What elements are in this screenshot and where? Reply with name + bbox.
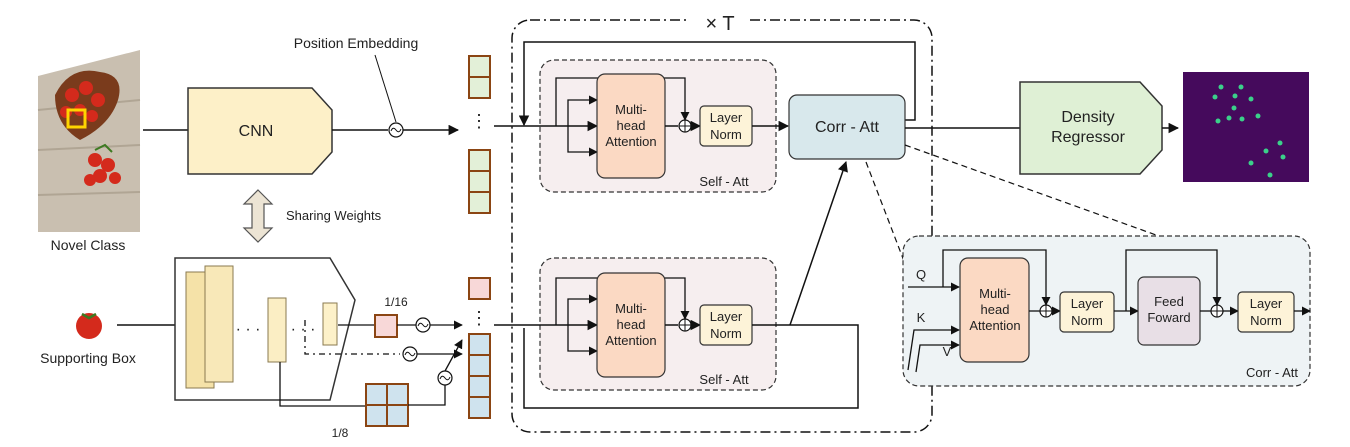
layer-norm-corr-2 xyxy=(1237,291,1295,333)
times-t-label: × T xyxy=(705,13,734,35)
bottom-loop xyxy=(523,324,859,409)
scale-8-feature xyxy=(365,383,409,427)
feedback-loop xyxy=(518,41,916,127)
position-embedding-label: Position Embedding xyxy=(294,35,419,51)
supporting-box-label: Supporting Box xyxy=(40,350,136,366)
supporting-box-image xyxy=(74,310,104,340)
svg-text:Attention: Attention xyxy=(969,318,1020,333)
svg-text:Norm: Norm xyxy=(1071,313,1103,328)
corr-att-block xyxy=(788,94,906,160)
svg-text:· · ·: · · · xyxy=(236,321,261,338)
svg-text:Norm: Norm xyxy=(1250,313,1282,328)
svg-text:Attention: Attention xyxy=(605,134,656,149)
corr-att-detail-label: Corr - Att xyxy=(1246,365,1298,380)
svg-text:Layer: Layer xyxy=(1071,296,1104,311)
wave-icon xyxy=(390,127,402,133)
svg-text:⋮: ⋮ xyxy=(470,308,488,328)
novel-class-image xyxy=(37,50,141,232)
k-label: K xyxy=(917,310,926,325)
cnn-label: CNN xyxy=(239,123,274,140)
v-label: V xyxy=(943,344,952,359)
density-map-output xyxy=(1183,72,1309,182)
support-token-stack: ⋮ xyxy=(468,277,491,419)
density-regressor-block xyxy=(1019,81,1163,175)
scale-16-feature xyxy=(374,314,398,338)
self-att-top-label: Self - Att xyxy=(699,174,749,189)
cnn-block xyxy=(187,87,333,175)
svg-text:Feed: Feed xyxy=(1154,294,1184,309)
sharing-weights-arrow xyxy=(242,189,274,243)
mha-corr xyxy=(959,257,1030,363)
q-label: Q xyxy=(916,267,926,282)
svg-text:head: head xyxy=(617,317,646,332)
svg-text:head: head xyxy=(617,118,646,133)
svg-text:Multi-: Multi- xyxy=(979,286,1011,301)
query-token-stack: ⋮ xyxy=(468,55,491,214)
svg-text:Multi-: Multi- xyxy=(615,102,647,117)
sharing-weights-label: Sharing Weights xyxy=(286,208,382,223)
self-att-bottom-label: Self - Att xyxy=(699,372,749,387)
wave-icon xyxy=(404,351,416,357)
svg-text:Attention: Attention xyxy=(605,333,656,348)
svg-text:Layer: Layer xyxy=(710,110,743,125)
repeat-block-border xyxy=(511,19,933,433)
svg-text:⋮: ⋮ xyxy=(470,111,488,131)
svg-text:Norm: Norm xyxy=(710,127,742,142)
scale-16-label: 1/16 xyxy=(384,295,408,309)
svg-text:· · ·: · · · xyxy=(291,321,316,338)
support-cnn-block: · · · · · · xyxy=(174,257,356,401)
scale-8-label: 1/8 xyxy=(332,426,349,440)
svg-text:Multi-: Multi- xyxy=(615,301,647,316)
svg-text:Layer: Layer xyxy=(710,309,743,324)
density-label-1: Density xyxy=(1061,109,1114,126)
corr-att-label: Corr - Att xyxy=(815,119,880,136)
novel-class-label: Novel Class xyxy=(51,237,126,253)
svg-text:Foward: Foward xyxy=(1147,310,1190,325)
wave-icon xyxy=(417,322,429,328)
layer-norm-corr-1 xyxy=(1059,291,1115,333)
wave-icon xyxy=(439,375,451,381)
svg-text:Layer: Layer xyxy=(1250,296,1283,311)
position-embedding-pointer xyxy=(374,54,397,123)
svg-text:Norm: Norm xyxy=(710,326,742,341)
svg-text:head: head xyxy=(981,302,1010,317)
density-label-2: Regressor xyxy=(1051,129,1125,146)
